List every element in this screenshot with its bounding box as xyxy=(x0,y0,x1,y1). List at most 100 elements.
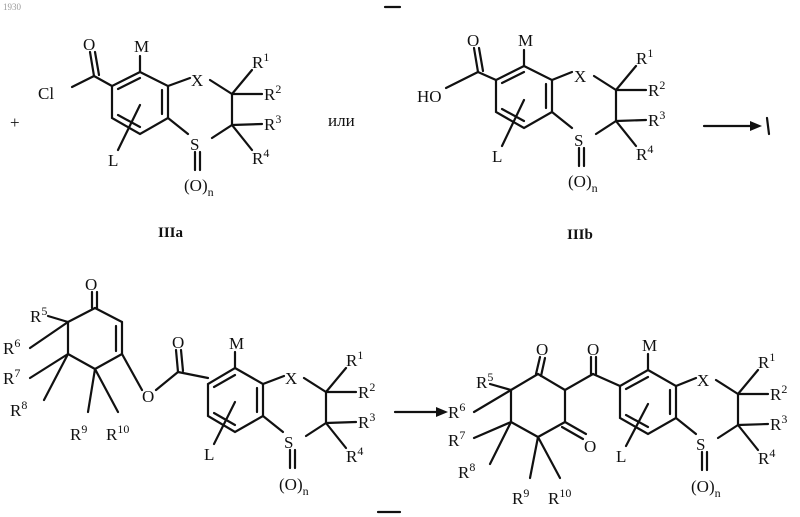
oxide-group: (O)n xyxy=(184,176,214,199)
bond xyxy=(304,378,326,392)
plus-sign: + xyxy=(10,113,20,132)
oxide-group: (O)n xyxy=(279,475,309,498)
bond xyxy=(716,380,738,394)
bond-r3 xyxy=(738,424,768,425)
atom-X: X xyxy=(697,371,709,390)
bond xyxy=(538,422,565,437)
bond xyxy=(210,80,232,94)
bond xyxy=(156,372,178,390)
bond xyxy=(552,112,572,128)
R4: R4 xyxy=(758,446,775,468)
R2: R2 xyxy=(264,82,281,104)
benzene-ring-d xyxy=(620,370,676,434)
carbonyl-bond xyxy=(90,52,94,76)
atom-HO: HO xyxy=(417,87,442,106)
R2: R2 xyxy=(770,382,787,404)
benzene-ring-b xyxy=(496,66,552,128)
R4: R4 xyxy=(252,146,269,168)
R1: R1 xyxy=(636,46,653,68)
R10: R10 xyxy=(106,422,129,444)
carbonyl-bond xyxy=(474,48,478,72)
R10: R10 xyxy=(548,486,571,508)
R9: R9 xyxy=(70,422,87,444)
R1: R1 xyxy=(346,348,363,370)
atom-O: O xyxy=(172,333,184,352)
bond xyxy=(593,374,620,386)
bond xyxy=(594,76,616,90)
R3: R3 xyxy=(264,112,281,134)
atom-O: O xyxy=(587,340,599,359)
R4: R4 xyxy=(346,444,363,466)
R8: R8 xyxy=(458,460,475,482)
bond xyxy=(263,376,284,384)
bond xyxy=(122,354,142,390)
atom-S: S xyxy=(190,135,199,154)
benzene-ring-c xyxy=(208,368,263,432)
bond-r4 xyxy=(616,121,636,146)
aromatic-bond xyxy=(502,72,524,83)
bond-l xyxy=(502,100,524,146)
carbonyl-bond xyxy=(562,427,583,439)
reaction-arrow-1 xyxy=(704,118,769,134)
R2: R2 xyxy=(358,380,375,402)
bond-oh xyxy=(446,72,478,88)
bond-r10 xyxy=(95,369,118,412)
carbonyl-bond xyxy=(536,357,540,374)
bond-r1 xyxy=(326,368,346,392)
bond xyxy=(306,423,326,436)
bond-r4 xyxy=(738,425,758,450)
bond-r4 xyxy=(232,125,252,150)
atom-L: L xyxy=(616,447,626,466)
bond xyxy=(478,72,496,80)
bond-r8 xyxy=(490,422,511,464)
atom-S: S xyxy=(284,433,293,452)
bond xyxy=(511,374,538,390)
bond xyxy=(178,372,208,378)
bond-cl xyxy=(72,76,94,87)
R3: R3 xyxy=(648,108,665,130)
carbonyl-bond xyxy=(181,350,183,371)
R9: R9 xyxy=(512,486,529,508)
aromatic-bond xyxy=(626,377,648,389)
bond-r1 xyxy=(232,70,252,94)
atom-M: M xyxy=(642,336,657,355)
atom-M: M xyxy=(229,334,244,353)
R1: R1 xyxy=(758,350,775,372)
bond xyxy=(68,308,95,322)
R1: R1 xyxy=(252,50,269,72)
benzene-ring-a xyxy=(112,72,168,134)
R7: R7 xyxy=(3,366,20,388)
R6: R6 xyxy=(3,336,20,358)
atom-L: L xyxy=(204,445,214,464)
oxide-group: (O)n xyxy=(691,477,721,500)
oxide-group: (O)n xyxy=(568,172,598,195)
bond-r5 xyxy=(48,316,68,322)
atom-O: O xyxy=(142,387,154,406)
atom-O: O xyxy=(536,340,548,359)
carbonyl-bond xyxy=(176,350,178,372)
enol-ester: O O O M X S L (O)n R5 R6 R7 R8 R9 R10 R1… xyxy=(3,275,375,498)
R5: R5 xyxy=(30,304,47,326)
aromatic-bond xyxy=(214,375,235,387)
atom-O: O xyxy=(584,437,596,456)
atom-S: S xyxy=(574,131,583,150)
atom-M: M xyxy=(134,37,149,56)
atom-X: X xyxy=(191,71,203,90)
compound-IIIa: + O Cl M X S L (O)n R1 xyxy=(10,35,281,241)
R3: R3 xyxy=(358,410,375,432)
bond xyxy=(718,425,738,438)
atom-L: L xyxy=(492,147,502,166)
aromatic-bond xyxy=(502,109,524,121)
bond-r10 xyxy=(538,437,560,478)
bond xyxy=(596,121,616,134)
bond xyxy=(511,422,538,437)
bond xyxy=(94,76,112,86)
aromatic-bond xyxy=(118,78,140,89)
atom-O: O xyxy=(85,275,97,294)
atom-X: X xyxy=(574,67,586,86)
R6: R6 xyxy=(448,400,465,422)
bond xyxy=(68,354,95,369)
bond xyxy=(95,354,122,369)
carbonyl-bond xyxy=(479,48,483,71)
